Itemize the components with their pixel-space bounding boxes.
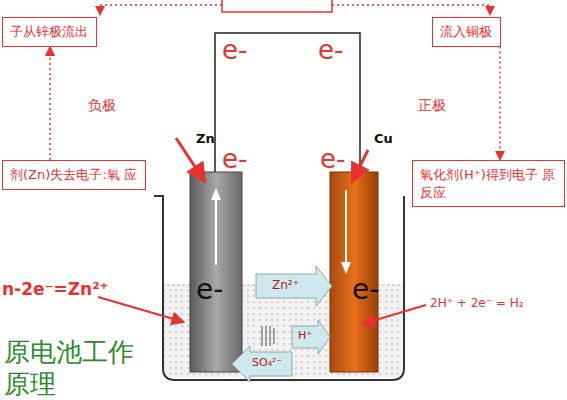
electron-flow-arrow [341,262,351,274]
ion-label: Zn²⁺ [272,279,299,292]
top-box [222,0,332,12]
electron-symbol: e- [222,36,247,65]
half-reaction: n-2e⁻=Zn²⁺ [2,280,109,299]
dotted-connector [499,47,501,160]
callout-box: 剂(Zn)失去电子:氧 应 [2,160,146,190]
electrode-label: Zn [196,132,215,146]
electron-symbol: e- [222,145,247,174]
electron-symbol: e- [320,145,345,174]
pointer-arrow [352,150,368,182]
callout-text: 流入铜极 [440,23,493,41]
callout-box: 氧化剂(H⁺)得到电子 原反应 [412,160,565,207]
pointer-arrow [362,305,426,324]
electron-flow-arrow [215,196,217,265]
ion-arrow [256,266,332,306]
dotted-arrow [332,5,490,15]
callout-text: 子从锌极流出 [10,23,89,41]
callout-text: 氧化剂(H⁺)得到电子 原反应 [420,166,557,201]
ion-marks [262,326,274,346]
ion-arrow [292,320,330,354]
zinc-electrode [190,172,242,372]
copper-electrode [330,172,378,372]
electrode-label: Cu [374,132,393,146]
ion-label: SO₄²⁻ [252,357,282,369]
dotted-connector [49,47,51,160]
electron-flow-arrow [345,190,347,266]
pole-label: 正极 [418,98,446,113]
electron-symbol: e- [318,36,343,65]
electron-flow-arrow [211,188,221,200]
title-text: 原理 [4,370,56,399]
pointer-arrow [98,297,184,322]
ion-label: H⁺ [298,330,312,342]
ion-arrow [232,346,292,382]
pole-label: 负极 [88,98,116,113]
dotted-arrow [100,5,222,15]
half-reaction: 2H⁺ + 2e⁻ = H₂ [430,297,524,310]
electron-symbol: e- [196,275,223,306]
callout-text: 剂(Zn)失去电子:氧 应 [10,166,138,184]
title-text: 原电池工作 [4,338,134,367]
callout-box: 子从锌极流出 [2,17,97,47]
callout-box: 流入铜极 [432,17,501,47]
electron-symbol: e- [352,275,379,306]
